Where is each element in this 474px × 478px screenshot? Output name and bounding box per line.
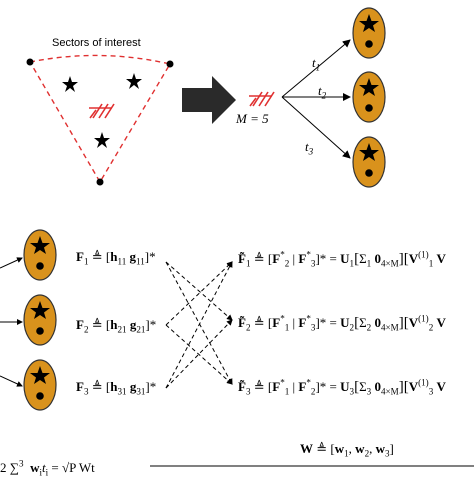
antenna-array-icon: [89, 103, 115, 119]
sectors-label: Sectors of interest: [52, 37, 141, 49]
equation-f2: F2 ≜ [h21 g21]*: [76, 317, 157, 335]
t1-arrow: [281, 39, 351, 98]
user-node: [0, 359, 57, 411]
t3-label: t3: [305, 139, 314, 157]
user-node: [0, 229, 57, 281]
m-label: M = 5: [236, 111, 269, 126]
process-arrow-icon: [182, 76, 236, 124]
equation-f3: F3 ≜ [h31 g31]*: [76, 379, 157, 397]
crossing-arrows: [165, 261, 233, 389]
equation-f2-tilde: F̃2 ≜ [F*1 | F*3]* = U2[Σ2 04×M][V(1)2 V: [238, 313, 446, 333]
t1-label: t1: [312, 55, 321, 73]
star-icon: [126, 73, 142, 89]
t3-arrow: [281, 96, 351, 159]
equation-f3-tilde: F̃3 ≜ [F*1 | F*2]* = U3[Σ3 04×M][V(1)3 V: [238, 377, 446, 397]
equation-f1: F1 ≜ [h11 g11]*: [76, 249, 156, 267]
star-icon: [94, 132, 110, 148]
user-node: [352, 136, 386, 188]
user-node: [352, 7, 386, 59]
user-node: [0, 294, 57, 346]
antenna-array-icon: [249, 91, 275, 107]
equation-f1-tilde: F̃1 ≜ [F*2 | F*3]* = U1[Σ1 04×M][V(1)1 V: [238, 249, 446, 269]
user-node: [352, 71, 386, 123]
sector-triangle: [26, 54, 174, 186]
star-icon: [62, 76, 78, 92]
t2-label: t2: [318, 83, 327, 101]
equation-sum: 2 ∑3 witi = √P Wt: [0, 458, 95, 478]
equation-w: W ≜ [w1, w2, w3]: [300, 441, 394, 459]
